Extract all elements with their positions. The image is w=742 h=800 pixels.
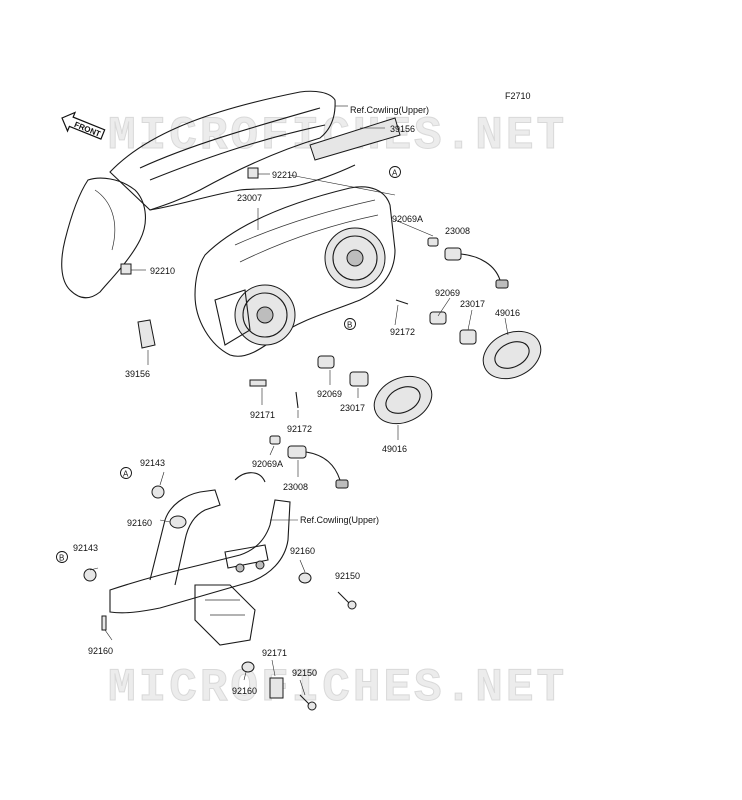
grommet-92143-a: [151, 485, 165, 499]
label-23008-top: 23008: [445, 226, 470, 236]
diagram-code: F2710: [505, 91, 531, 101]
label-92171-bottom: 92171: [262, 648, 287, 658]
label-23007: 23007: [237, 193, 262, 203]
svg-text:B: B: [59, 554, 64, 563]
seal-strip-left: [137, 319, 156, 349]
ref-marker-b-top: B: [344, 318, 356, 330]
label-92171-top: 92171: [250, 410, 275, 420]
label-92143-a: 92143: [140, 458, 165, 468]
label-92160-left: 92160: [88, 646, 113, 656]
bulb-assembly-mid: [249, 299, 433, 489]
svg-text:A: A: [123, 470, 129, 479]
label-23017-mid: 23017: [340, 403, 365, 413]
watermark-bottom: MICROFICHES.NET: [108, 662, 567, 714]
bulb-assembly-right: [427, 237, 542, 380]
leader-lines: [89, 105, 509, 696]
clip-92210-top: [247, 167, 259, 179]
bolt-92150-bottom: [299, 694, 317, 711]
label-92143-b: 92143: [73, 543, 98, 553]
collar-92160-a: [169, 515, 187, 529]
label-23008-bottom: 23008: [283, 482, 308, 492]
label-39156-left: 39156: [125, 369, 150, 379]
label-92069a-top: 92069A: [392, 214, 423, 224]
seal-strip-top: [309, 117, 401, 161]
label-92210-left: 92210: [150, 266, 175, 276]
label-92160-a: 92160: [127, 518, 152, 528]
ref-marker-a-top: A: [389, 166, 401, 178]
label-92150-bottom: 92150: [292, 668, 317, 678]
label-ref-cowling-bottom: Ref.Cowling(Upper): [300, 515, 379, 525]
label-92160-mid: 92160: [290, 546, 315, 556]
clip-92210-left: [120, 263, 132, 275]
svg-text:B: B: [347, 321, 352, 330]
label-92069a-bottom: 92069A: [252, 459, 283, 469]
headlight-housing: [194, 186, 396, 357]
label-92160-bottom: 92160: [232, 686, 257, 696]
label-39156-top: 39156: [390, 124, 415, 134]
label-ref-cowling-top: Ref.Cowling(Upper): [350, 105, 429, 115]
upper-cowling-outline: [61, 90, 356, 299]
label-23017-right: 23017: [460, 299, 485, 309]
label-92172-mid: 92172: [287, 424, 312, 434]
bracket-92171-bottom: [269, 677, 284, 699]
label-49016-mid: 49016: [382, 444, 407, 454]
bolt-92150-mid: [337, 591, 357, 610]
ref-marker-a-bottom: A: [120, 467, 132, 479]
label-92069-mid: 92069: [317, 389, 342, 399]
label-49016-right: 49016: [495, 308, 520, 318]
front-arrow-icon: FRONT: [61, 111, 106, 140]
label-92069-right: 92069: [435, 288, 460, 298]
label-92150-mid: 92150: [335, 571, 360, 581]
collar-92160-left: [101, 615, 107, 631]
label-92172-top: 92172: [390, 327, 415, 337]
collar-92160-bottom: [241, 661, 255, 673]
svg-text:A: A: [392, 169, 398, 178]
headlight-bracket: [109, 472, 291, 646]
collar-92160-mid: [298, 572, 312, 584]
label-92210-top: 92210: [272, 170, 297, 180]
grommet-92143-b: [83, 568, 97, 582]
watermark-top: MICROFICHES.NET: [108, 110, 567, 162]
ref-marker-b-bottom: B: [56, 551, 68, 563]
